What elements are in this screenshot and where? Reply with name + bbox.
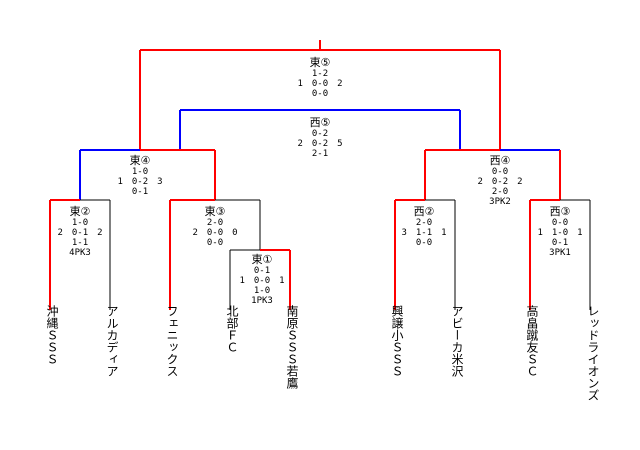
match-score-line: 4PK3 <box>69 248 91 258</box>
match-score-line: 2 0-0 0 <box>192 228 238 238</box>
match-title: 西② <box>413 205 435 218</box>
team-name: レッドライオンズ <box>586 305 600 401</box>
match-score-line: 2-1 <box>311 149 329 159</box>
match-score-line: 2-0 <box>491 187 509 197</box>
team-name: アビーカ米沢 <box>450 305 464 377</box>
match-title: 東③ <box>204 205 226 218</box>
match-score-line: 1 0-2 3 <box>117 177 163 187</box>
match-score-line: 1-2 <box>311 69 329 79</box>
team-name: 沖縄ＳＳＳ <box>45 305 59 365</box>
match-score-line: 0-0 <box>491 167 509 177</box>
match-score-line: 3 1-1 1 <box>401 228 447 238</box>
match-title: 東④ <box>129 154 151 167</box>
match-title: 東② <box>69 205 91 218</box>
match-title: 西④ <box>489 154 511 167</box>
match-score-line: 2-0 <box>415 218 433 228</box>
match-score-line: 1 1-0 1 <box>537 228 583 238</box>
match-west3: 西③ 0-0 1 1-0 1 0-1 3PK1 <box>535 205 585 258</box>
match-title: 東⑤ <box>309 56 331 69</box>
match-score-line: 2 0-1 2 <box>57 228 103 238</box>
match-score-line: 2 0-2 5 <box>297 139 343 149</box>
match-score-line: 0-1 <box>253 266 271 276</box>
match-score-line: 2 0-2 2 <box>477 177 523 187</box>
match-east3: 東③ 2-0 2 0-0 0 0-0 <box>190 205 240 248</box>
team-name: 高畠蹴友ＳＣ <box>525 305 539 377</box>
match-score-line: 1 0-0 2 <box>297 79 343 89</box>
match-title: 西⑤ <box>309 116 331 129</box>
match-final-east: 東⑤ 1-2 1 0-0 2 0-0 <box>295 56 345 99</box>
match-title: 西③ <box>549 205 571 218</box>
match-score-line: 1-1 <box>71 238 89 248</box>
match-score-line: 2-0 <box>206 218 224 228</box>
match-score-line: 3PK2 <box>489 197 511 207</box>
match-west2: 西② 2-0 3 1-1 1 0-0 <box>399 205 449 248</box>
match-score-line: 1 0-0 1 <box>239 276 285 286</box>
team-name: フェニックス <box>165 305 179 377</box>
match-score-line: 3PK1 <box>549 248 571 258</box>
match-score-line: 0-0 <box>415 238 433 248</box>
match-title: 東① <box>251 253 273 266</box>
match-score-line: 0-1 <box>551 238 569 248</box>
team-name: 南原ＳＳＳ若鷹 <box>285 305 299 389</box>
match-east1: 東① 0-1 1 0-0 1 1-0 1PK3 <box>237 253 287 306</box>
match-semi-west: 西④ 0-0 2 0-2 2 2-0 3PK2 <box>475 154 525 207</box>
match-score-line: 1-0 <box>131 167 149 177</box>
match-score-line: 0-2 <box>311 129 329 139</box>
team-name: 興譲小ＳＳＳ <box>390 305 404 377</box>
match-final-west: 西⑤ 0-2 2 0-2 5 2-1 <box>295 116 345 159</box>
match-score-line: 1-0 <box>253 286 271 296</box>
match-score-line: 0-1 <box>131 187 149 197</box>
match-score-line: 1-0 <box>71 218 89 228</box>
team-name: アルカディア <box>105 305 119 377</box>
match-score-line: 1PK3 <box>251 296 273 306</box>
match-score-line: 0-0 <box>551 218 569 228</box>
match-east2: 東② 1-0 2 0-1 2 1-1 4PK3 <box>55 205 105 258</box>
team-name: 北部ＦＣ <box>225 305 239 353</box>
match-score-line: 0-0 <box>311 89 329 99</box>
match-semi-east: 東④ 1-0 1 0-2 3 0-1 <box>115 154 165 197</box>
match-score-line: 0-0 <box>206 238 224 248</box>
